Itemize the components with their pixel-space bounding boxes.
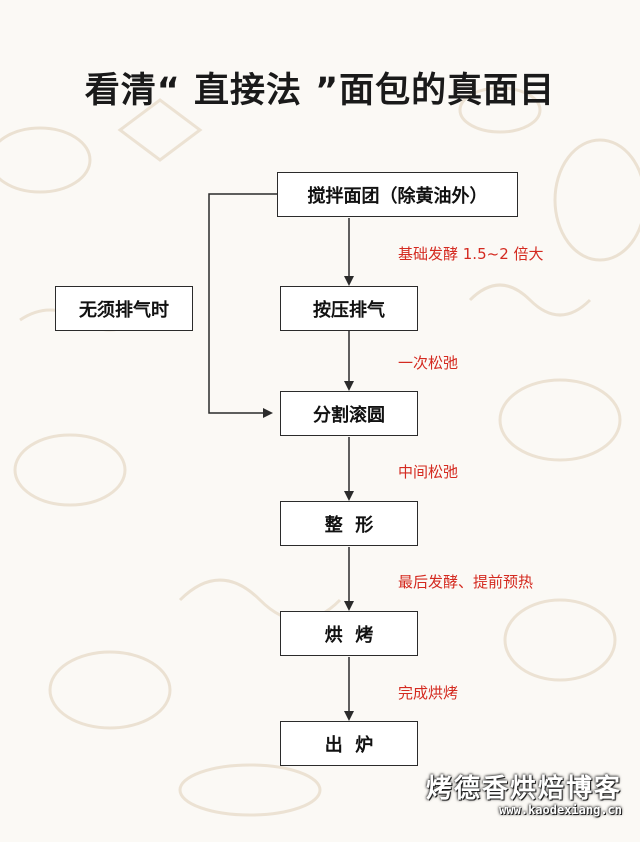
- page-title: 看清“ 直接法 ”面包的真面目: [84, 71, 556, 111]
- step-label: 出 炉: [324, 734, 374, 756]
- step-label: 整 形: [324, 514, 374, 536]
- watermark-name: 烤德香烘焙博客: [425, 774, 622, 804]
- step-box-out-of-oven: 出 炉: [280, 721, 418, 766]
- step-box-shape: 整 形: [280, 501, 418, 546]
- transition-label-5: 完成烘烤: [398, 684, 459, 702]
- step-box-bake: 烘 烤: [280, 611, 418, 656]
- side-label: 无须排气时: [79, 299, 169, 321]
- transition-label-4: 最后发酵、提前预热: [398, 573, 534, 591]
- watermark-url: www.kaodexiang.cn: [499, 803, 622, 817]
- watermark: 烤德香烘焙博客 www.kaodexiang.cn: [426, 768, 622, 817]
- step-box-divide-round: 分割滚圆: [280, 391, 418, 436]
- bypass-arrow: [208, 193, 277, 418]
- transition-label-3: 中间松弛: [398, 463, 459, 481]
- transition-label-1: 基础发酵 1.5~2 倍大: [398, 245, 544, 263]
- side-box-no-degas: 无须排气时: [55, 286, 193, 331]
- step-label: 搅拌面团（除黄油外）: [307, 185, 488, 207]
- step-box-mix-dough: 搅拌面团（除黄油外）: [277, 172, 518, 217]
- step-label: 烘 烤: [324, 624, 374, 646]
- step-label: 按压排气: [313, 299, 385, 321]
- step-label: 分割滚圆: [313, 404, 385, 426]
- transition-label-2: 一次松弛: [398, 354, 459, 372]
- step-box-press-degas: 按压排气: [280, 286, 418, 331]
